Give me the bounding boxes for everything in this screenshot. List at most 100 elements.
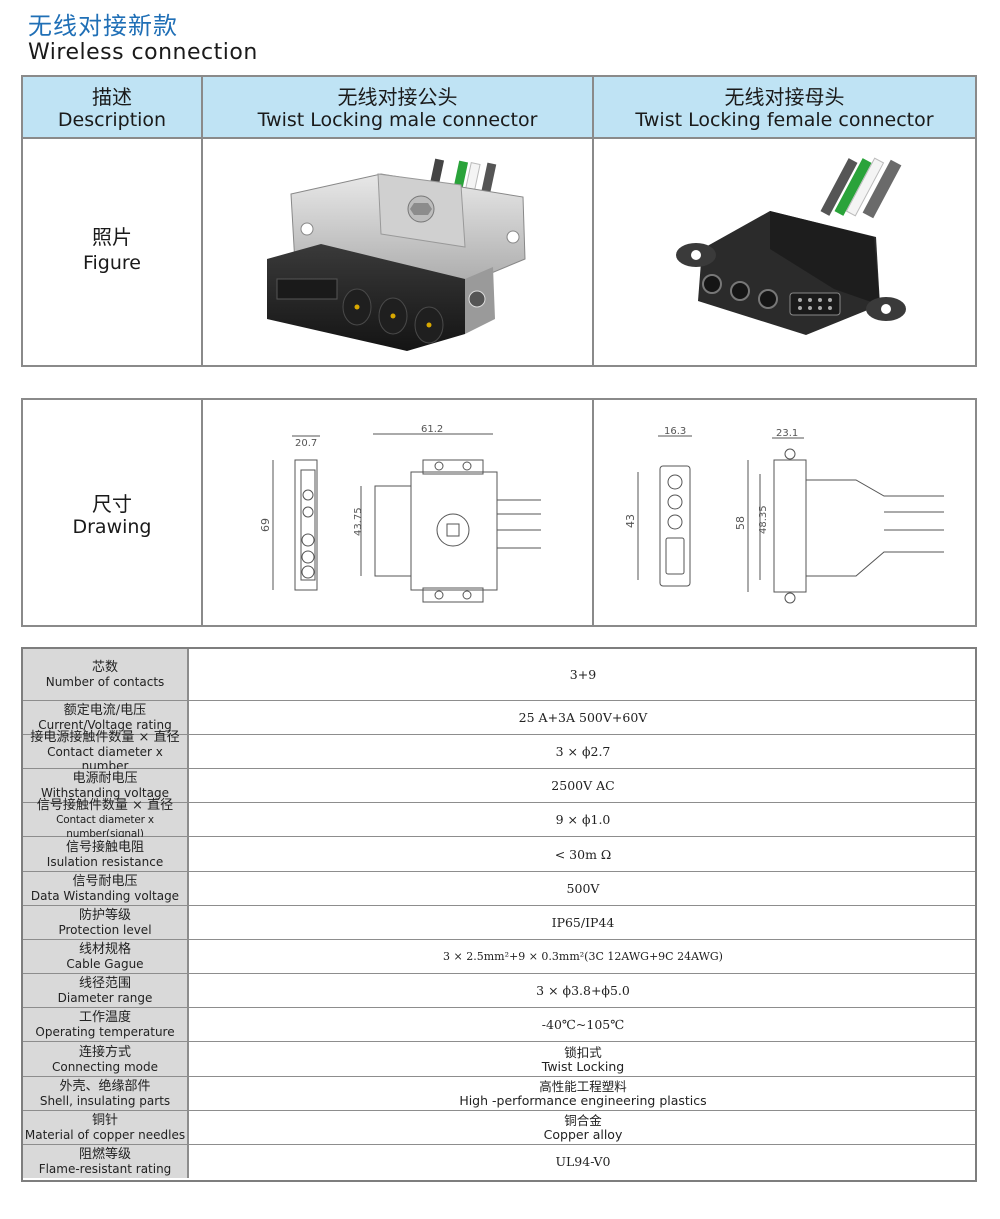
- page-title-en: Wireless connection: [28, 40, 258, 65]
- header-female-en: Twist Locking female connector: [635, 109, 934, 131]
- spec-label-cn: 线材规格: [78, 942, 131, 957]
- female-height-dim: 43: [624, 514, 637, 528]
- female-drawing-cell: 16.3 43 23.1 58 48.35: [594, 400, 975, 625]
- spec-label-en: Material of copper needles: [24, 1128, 186, 1142]
- spec-label-cn: 芯数: [91, 660, 118, 675]
- female-outer-dim: 58: [734, 516, 747, 530]
- male-height-dim: 69: [259, 518, 272, 532]
- drawing-label: 尺寸 Drawing: [23, 400, 203, 625]
- spec-label-cn: 阻燃等级: [78, 1147, 131, 1162]
- spec-value: 3 × ϕ2.7: [191, 735, 975, 768]
- spec-label-cn: 额定电流/电压: [63, 703, 147, 718]
- spec-value-main: 25 A+3A 500V+60V: [518, 710, 648, 725]
- header-male-cn: 无线对接公头: [337, 85, 458, 109]
- spec-label-en: Data Wistanding voltage: [30, 889, 180, 903]
- spec-value: -40℃~105℃: [191, 1008, 975, 1041]
- spec-value-main: < 30m Ω: [554, 846, 612, 862]
- drawing-label-en: Drawing: [72, 516, 152, 538]
- drawing-table: 尺寸 Drawing 20.7 69 61.2: [21, 398, 977, 627]
- spec-value-main: 500V: [566, 881, 600, 896]
- female-connector-drawing: 16.3 43 23.1 58 48.35: [624, 426, 944, 604]
- spec-value-main: 3 × ϕ3.8+ϕ5.0: [536, 983, 630, 998]
- spec-label-en: Shell, insulating parts: [39, 1094, 171, 1108]
- female-length-dim: 23.1: [776, 428, 798, 439]
- male-inner-dim: 43.75: [353, 507, 364, 536]
- header-description-en: Description: [57, 109, 167, 131]
- female-inner-dim: 48.35: [758, 505, 769, 534]
- spec-label-en: Cable Gague: [66, 957, 144, 971]
- spec-label-cn: 外壳、绝缘部件: [59, 1079, 151, 1094]
- spec-value: UL94-V0: [191, 1145, 975, 1178]
- spec-value: 500V: [191, 872, 975, 905]
- header-female-cn: 无线对接母头: [724, 85, 845, 109]
- male-connector-photo: [267, 158, 526, 351]
- spec-value-main: -40℃~105℃: [541, 1017, 625, 1032]
- female-connector-photo: [676, 157, 906, 335]
- spec-label-cn: 工作温度: [78, 1010, 131, 1025]
- drawing-label-cn: 尺寸: [92, 492, 132, 516]
- spec-value: IP65/IP44: [191, 906, 975, 939]
- spec-label-en: Diameter range: [57, 991, 153, 1005]
- figure-label-cn: 照片: [92, 225, 132, 249]
- spec-value: 3+9: [191, 649, 975, 700]
- spec-label-cn: 电源耐电压: [72, 771, 138, 786]
- spec-value: 3 × ϕ3.8+ϕ5.0: [191, 974, 975, 1007]
- spec-value-main: 9 × ϕ1.0: [555, 812, 611, 827]
- header-description: 描述 Description: [23, 77, 203, 137]
- male-connector-drawing: 20.7 69 61.2 43.75: [259, 424, 541, 603]
- spec-value-main: 3 × ϕ2.7: [555, 744, 611, 759]
- spec-label-cn: 信号接触电阻: [65, 839, 144, 855]
- spec-value-main: 3+9: [569, 667, 597, 682]
- spec-label-en: Isulation resistance: [46, 854, 164, 869]
- header-description-cn: 描述: [92, 85, 132, 109]
- spec-value-main: UL94-V0: [555, 1154, 611, 1169]
- spec-label-en: Withstanding voltage: [41, 786, 169, 800]
- spec-label-cn: 连接方式: [78, 1044, 131, 1060]
- spec-label-en: Flame-resistant rating: [38, 1162, 172, 1176]
- figure-label-en: Figure: [82, 252, 141, 274]
- spec-value-en: Twist Locking: [541, 1058, 625, 1074]
- spec-value: 25 A+3A 500V+60V: [191, 701, 975, 734]
- male-length-dim: 61.2: [421, 424, 443, 435]
- spec-value-main: 2500V AC: [551, 778, 615, 793]
- spec-label-en: Number of contacts: [45, 675, 165, 689]
- spec-label-en: Protection level: [58, 923, 152, 937]
- spec-value-main: 高性能工程塑料: [539, 1079, 627, 1094]
- spec-label-cn: 线径范围: [78, 976, 131, 991]
- spec-value: 2500V AC: [191, 769, 975, 802]
- header-male-en: Twist Locking male connector: [257, 109, 538, 131]
- header-female: 无线对接母头 Twist Locking female connector: [594, 77, 975, 137]
- spec-value-main: 铜合金: [564, 1113, 602, 1128]
- spec-value: < 30m Ω: [191, 837, 975, 871]
- male-photo-cell: [203, 139, 594, 365]
- spec-label-cn: 防护等级: [78, 908, 131, 923]
- spec-value-main: 锁扣式: [564, 1044, 602, 1060]
- spec-value-en: Copper alloy: [543, 1127, 623, 1142]
- spec-label-cn: 信号接触件数量 × 直径: [36, 798, 174, 813]
- figure-table: 描述 Description 无线对接公头 Twist Locking male…: [21, 75, 977, 367]
